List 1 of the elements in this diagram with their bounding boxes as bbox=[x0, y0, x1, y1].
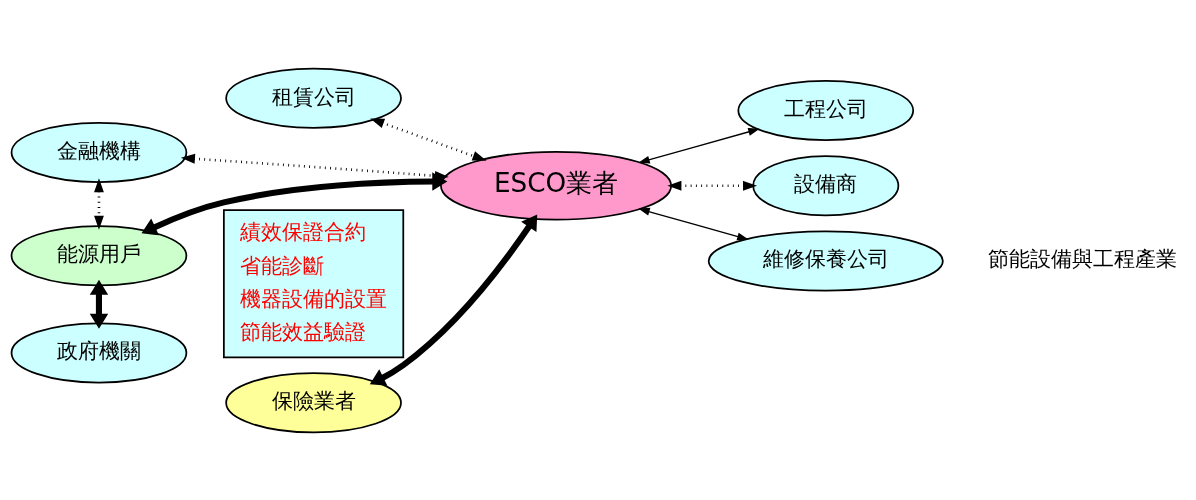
label: 節能設備與工程產業 bbox=[987, 246, 1177, 271]
